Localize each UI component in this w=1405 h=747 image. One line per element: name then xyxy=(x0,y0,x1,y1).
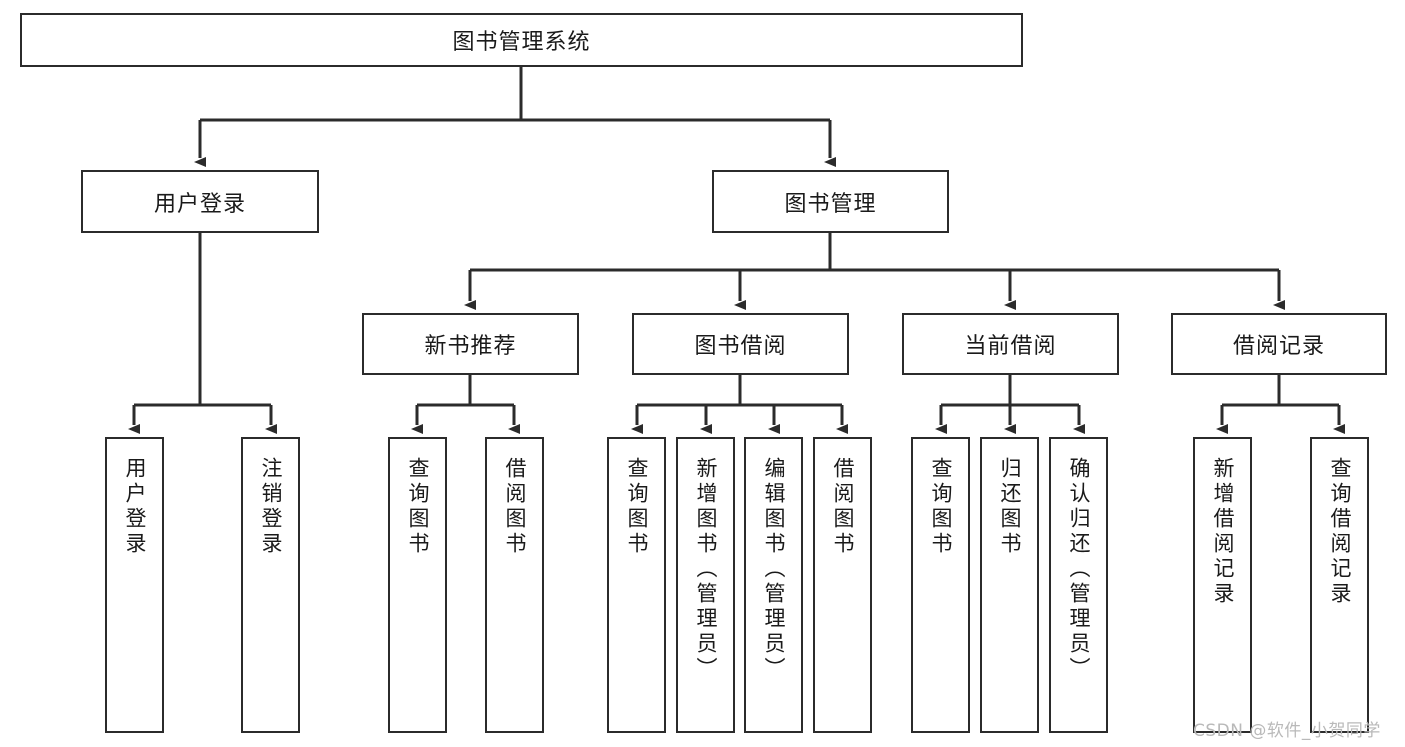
node-label: 借阅记录 xyxy=(1232,334,1325,359)
leaf-borrow-add-book[interactable]: 新增图书（管理员） xyxy=(676,437,735,733)
leaf-borrow-edit-book[interactable]: 编辑图书（管理员） xyxy=(744,437,803,733)
leaf-current-confirm-return[interactable]: 确认归还（管理员） xyxy=(1049,437,1108,733)
leaf-user-login-logout[interactable]: 注销登录 xyxy=(241,437,300,733)
node-label: 查询图书 xyxy=(625,457,649,557)
node-label: 新书推荐 xyxy=(424,334,517,359)
leaf-records-query-record[interactable]: 查询借阅记录 xyxy=(1310,437,1369,733)
node-label: 确认归还（管理员） xyxy=(1067,457,1091,682)
leaf-current-return-book[interactable]: 归还图书 xyxy=(980,437,1039,733)
node-label: 归还图书 xyxy=(998,457,1022,557)
node-label: 借阅图书 xyxy=(503,457,527,557)
leaf-borrow-query-book[interactable]: 查询图书 xyxy=(607,437,666,733)
leaf-records-add-record[interactable]: 新增借阅记录 xyxy=(1193,437,1252,733)
leaf-recommend-borrow-book[interactable]: 借阅图书 xyxy=(485,437,544,733)
node-label: 编辑图书（管理员） xyxy=(762,457,786,682)
leaf-user-login-login[interactable]: 用户登录 xyxy=(105,437,164,733)
node-label: 当前借阅 xyxy=(964,334,1057,359)
leaf-borrow-borrow-book[interactable]: 借阅图书 xyxy=(813,437,872,733)
leaf-recommend-query-book[interactable]: 查询图书 xyxy=(388,437,447,733)
node-user-login[interactable]: 用户登录 xyxy=(81,170,319,233)
node-label: 查询图书 xyxy=(929,457,953,557)
node-label: 查询图书 xyxy=(406,457,430,557)
node-label: 借阅图书 xyxy=(831,457,855,557)
leaf-current-query-book[interactable]: 查询图书 xyxy=(911,437,970,733)
node-label: 新增借阅记录 xyxy=(1211,457,1235,607)
node-label: 图书管理系统 xyxy=(452,30,591,55)
node-label: 新增图书（管理员） xyxy=(694,457,718,682)
node-root-system[interactable]: 图书管理系统 xyxy=(20,13,1023,67)
node-borrow-records[interactable]: 借阅记录 xyxy=(1171,313,1387,375)
node-label: 注销登录 xyxy=(259,457,283,557)
node-label: 用户登录 xyxy=(123,457,147,557)
node-current-borrow[interactable]: 当前借阅 xyxy=(902,313,1119,375)
node-book-borrow[interactable]: 图书借阅 xyxy=(632,313,849,375)
csdn-watermark: CSDN @软件_小贺同学 xyxy=(1193,721,1381,741)
node-label: 用户登录 xyxy=(153,191,246,217)
node-new-book-recommend[interactable]: 新书推荐 xyxy=(362,313,579,375)
node-book-management[interactable]: 图书管理 xyxy=(712,170,949,233)
node-label: 查询借阅记录 xyxy=(1328,457,1352,607)
node-label: 图书借阅 xyxy=(694,334,787,359)
node-label: 图书管理 xyxy=(784,191,877,217)
